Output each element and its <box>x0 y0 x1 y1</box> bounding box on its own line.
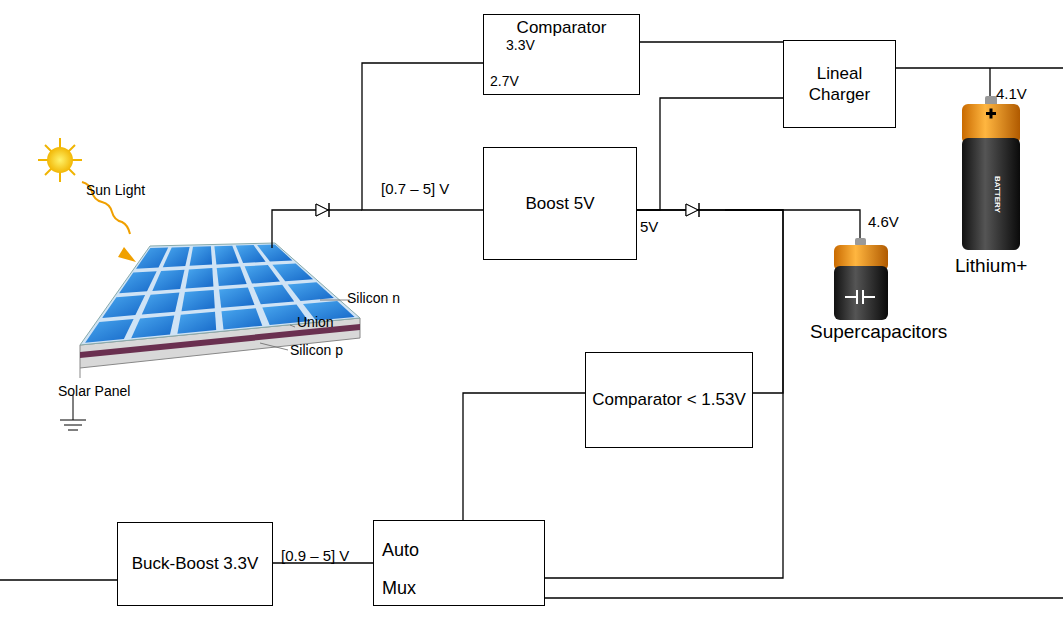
box-title: Comparator <box>484 17 639 38</box>
voltage-label: 5V <box>640 219 658 236</box>
battery-print: BATTERY <box>992 176 1001 213</box>
ground-symbol <box>60 395 86 430</box>
solar-cell <box>182 290 215 311</box>
box-title: Comparator < 1.53V <box>592 389 746 410</box>
box-title: Buck-Boost 3.3V <box>132 553 259 574</box>
part-label: Union <box>297 315 334 330</box>
process-box: Buck-Boost 3.3V <box>117 522 273 606</box>
part-label: Silicon p <box>290 343 343 358</box>
part-label: Lithium+ <box>955 256 1027 277</box>
process-box: Boost 5V <box>483 147 637 260</box>
solar-cell <box>219 287 254 307</box>
box-text: 2.7V <box>490 73 519 91</box>
wire-connector <box>640 41 783 42</box>
multiplexer-box: AutoMux <box>373 520 545 606</box>
wire-connector <box>362 63 483 210</box>
box-text: Mux <box>382 577 416 600</box>
solar-cell <box>152 270 184 291</box>
wire-connector <box>637 98 783 210</box>
solar-cell <box>85 319 134 343</box>
sun-icon <box>38 138 136 262</box>
solar-cell <box>102 295 145 318</box>
solar-cell <box>131 315 174 338</box>
box-title: Lineal Charger <box>784 63 895 106</box>
process-box: Comparator < 1.53V <box>585 352 753 448</box>
solar-cell <box>217 267 247 287</box>
process-box: Lineal Charger <box>783 40 896 128</box>
part-label: Silicon n <box>347 291 400 306</box>
solar-cell <box>214 246 239 265</box>
solar-cell <box>272 263 313 281</box>
solar-cell <box>288 282 334 301</box>
solar-cell <box>222 308 263 329</box>
solar-cell <box>186 268 214 288</box>
voltage-label: 4.1V <box>996 86 1027 103</box>
part-label: Solar Panel <box>58 384 130 399</box>
battery-icon <box>962 96 1020 250</box>
solar-cell <box>163 247 190 267</box>
part-label: Sun Light <box>86 183 145 198</box>
wire-connector <box>463 393 585 520</box>
solar-cell <box>245 265 280 284</box>
solar-cell <box>190 246 213 265</box>
solar-cell <box>119 271 157 293</box>
comparator-box: Comparator3.3V 2.7V <box>483 14 640 95</box>
box-text: 3.3V <box>506 37 535 55</box>
solar-panel <box>80 243 360 378</box>
solar-cell <box>257 245 292 262</box>
part-label: Supercapacitors <box>810 322 947 343</box>
voltage-label: 4.6V <box>868 214 899 231</box>
voltage-label: [0.9 – 5] V <box>281 548 349 565</box>
voltage-label: [0.7 – 5] V <box>381 181 449 198</box>
supercapacitor-icon <box>834 238 888 320</box>
box-title: Boost 5V <box>526 193 595 214</box>
solar-cell <box>177 312 216 334</box>
wire-connector <box>545 210 783 578</box>
solar-cell <box>142 293 180 315</box>
wire <box>0 68 1063 598</box>
box-title: Auto <box>382 539 419 562</box>
solar-cell <box>253 285 294 305</box>
solar-cell <box>136 247 168 268</box>
